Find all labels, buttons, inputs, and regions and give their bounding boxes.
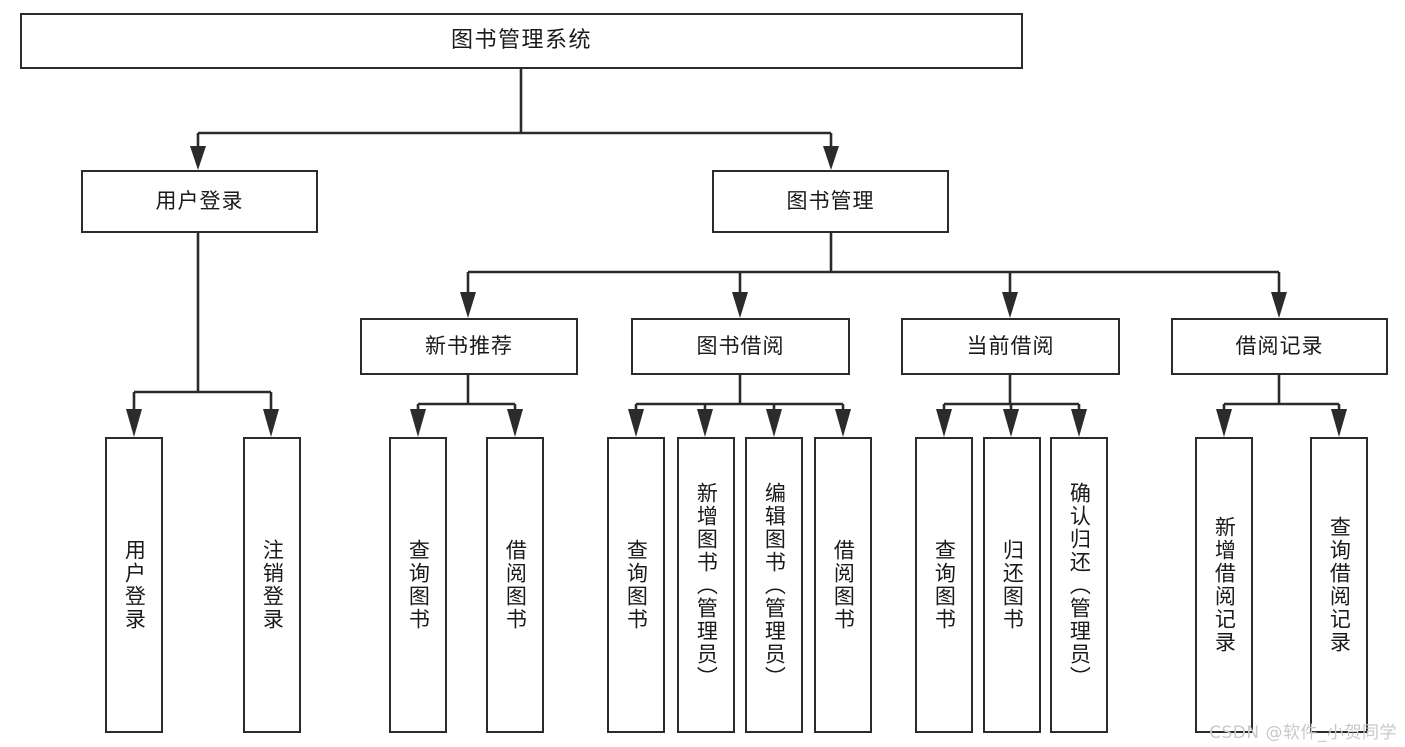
leaf-confirm-return-admin[interactable]: 确认归还（管理员） bbox=[1050, 437, 1108, 733]
leaf-add-borrow-record[interactable]: 新增借阅记录 bbox=[1195, 437, 1253, 733]
leaf-add-book-admin[interactable]: 新增图书（管理员） bbox=[677, 437, 735, 733]
node-label: 归还图书 bbox=[1000, 539, 1025, 631]
node-label: 借阅记录 bbox=[1235, 334, 1324, 359]
node-label: 新书推荐 bbox=[425, 334, 513, 359]
leaf-query-book-current[interactable]: 查询图书 bbox=[915, 437, 973, 733]
leaf-return-book[interactable]: 归还图书 bbox=[983, 437, 1041, 733]
leaf-query-book-borrow[interactable]: 查询图书 bbox=[607, 437, 665, 733]
node-label: 注销登录 bbox=[260, 539, 285, 631]
leaf-edit-book-admin[interactable]: 编辑图书（管理员） bbox=[745, 437, 803, 733]
node-label: 图书管理系统 bbox=[450, 28, 592, 54]
node-label: 新增借阅记录 bbox=[1212, 516, 1237, 654]
leaf-logout-login[interactable]: 注销登录 bbox=[243, 437, 301, 733]
leaf-query-book-recommend[interactable]: 查询图书 bbox=[389, 437, 447, 733]
csdn-watermark: CSDN @软件_小贺同学 bbox=[1209, 723, 1397, 743]
node-label: 借阅图书 bbox=[503, 539, 528, 631]
leaf-borrow-book-recommend[interactable]: 借阅图书 bbox=[486, 437, 544, 733]
node-borrow-record[interactable]: 借阅记录 bbox=[1171, 318, 1388, 375]
node-label: 查询图书 bbox=[406, 539, 431, 631]
node-book-borrow[interactable]: 图书借阅 bbox=[631, 318, 850, 375]
node-label: 查询图书 bbox=[624, 539, 649, 631]
node-label: 查询图书 bbox=[932, 539, 957, 631]
leaf-borrow-book-borrow[interactable]: 借阅图书 bbox=[814, 437, 872, 733]
node-label: 图书借阅 bbox=[696, 334, 785, 359]
node-user-login[interactable]: 用户登录 bbox=[81, 170, 318, 233]
node-label: 确认归还（管理员） bbox=[1067, 481, 1092, 689]
node-current-borrow[interactable]: 当前借阅 bbox=[901, 318, 1120, 375]
leaf-user-login[interactable]: 用户登录 bbox=[105, 437, 163, 733]
node-root-system[interactable]: 图书管理系统 bbox=[20, 13, 1023, 69]
node-label: 新增图书（管理员） bbox=[694, 481, 719, 689]
node-label: 图书管理 bbox=[786, 189, 875, 214]
leaf-query-borrow-record[interactable]: 查询借阅记录 bbox=[1310, 437, 1368, 733]
node-label: 用户登录 bbox=[122, 539, 147, 631]
node-label: 编辑图书（管理员） bbox=[762, 481, 787, 689]
node-label: 查询借阅记录 bbox=[1327, 516, 1352, 654]
node-label: 借阅图书 bbox=[831, 539, 856, 631]
node-book-manage[interactable]: 图书管理 bbox=[712, 170, 949, 233]
node-label: 用户登录 bbox=[155, 189, 244, 214]
node-label: 当前借阅 bbox=[966, 334, 1055, 359]
node-new-book-recommend[interactable]: 新书推荐 bbox=[360, 318, 578, 375]
